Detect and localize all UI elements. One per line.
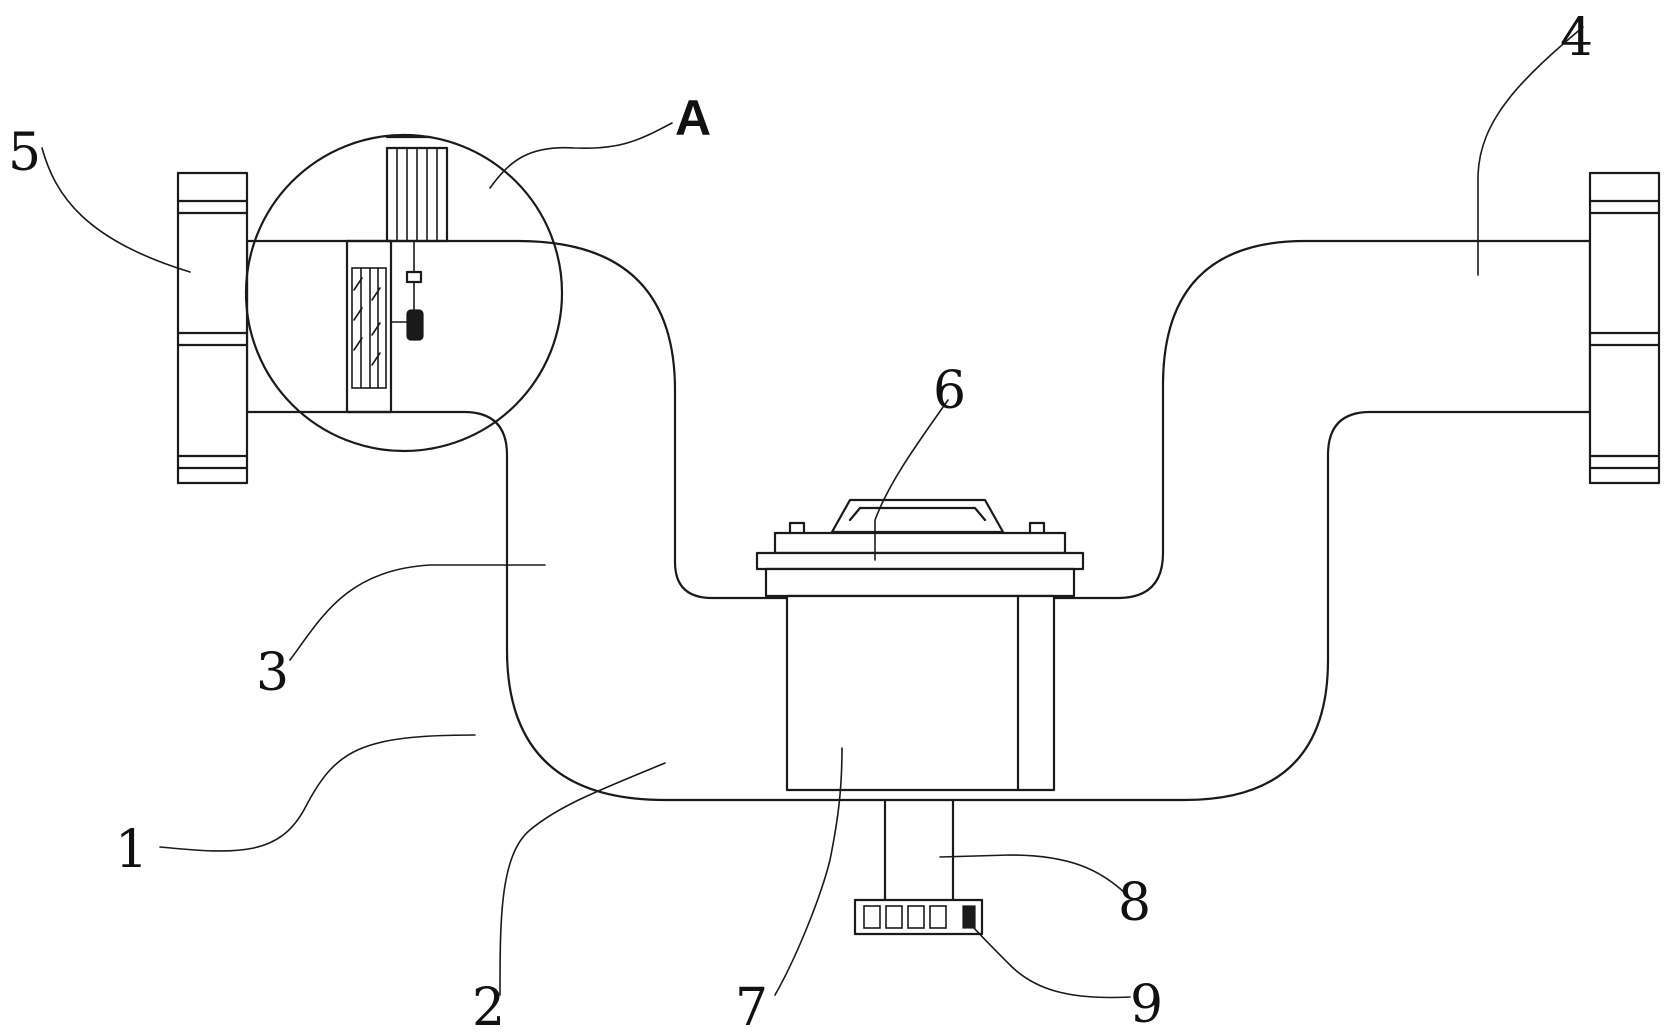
leader-6 <box>874 399 949 561</box>
label-8: 8 <box>1118 873 1151 933</box>
leader-9 <box>964 917 1131 999</box>
leader-2 <box>499 762 666 996</box>
leader-7 <box>774 747 843 996</box>
leader-8 <box>939 854 1126 894</box>
cover-plate-main <box>755 551 1085 571</box>
leader-5 <box>41 147 191 273</box>
cover-plate-top <box>773 531 1067 555</box>
left-flange <box>176 171 249 485</box>
label-A: A <box>675 90 711 146</box>
top-cover <box>755 498 1085 598</box>
shaft <box>883 798 955 902</box>
label-9: 9 <box>1130 975 1163 1035</box>
leader-1 <box>159 734 476 852</box>
right-flange <box>1588 171 1661 485</box>
label-4: 4 <box>1560 8 1593 68</box>
pipe-lower-contour <box>245 410 1592 802</box>
filter-frame <box>345 239 393 414</box>
label-1: 1 <box>115 820 148 880</box>
label-5: 5 <box>8 123 41 183</box>
cover-plate-bottom <box>764 567 1076 598</box>
valve-knob <box>406 309 424 341</box>
label-3: 3 <box>256 643 289 703</box>
detail-circle-a <box>244 133 564 453</box>
label-7: 7 <box>735 978 768 1035</box>
bottom-knob <box>853 898 984 936</box>
housing-body <box>785 594 1056 792</box>
leader-3 <box>289 564 546 661</box>
label-2: 2 <box>472 978 505 1035</box>
leader-lines <box>41 26 1584 999</box>
leader-4 <box>1477 26 1584 276</box>
reference-labels: 1 2 3 4 5 6 7 8 9 A <box>8 8 1593 1035</box>
leader-A <box>489 122 673 189</box>
pipe-upper-contour <box>245 239 1592 600</box>
cover-handle <box>830 498 1005 534</box>
label-6: 6 <box>933 361 966 421</box>
